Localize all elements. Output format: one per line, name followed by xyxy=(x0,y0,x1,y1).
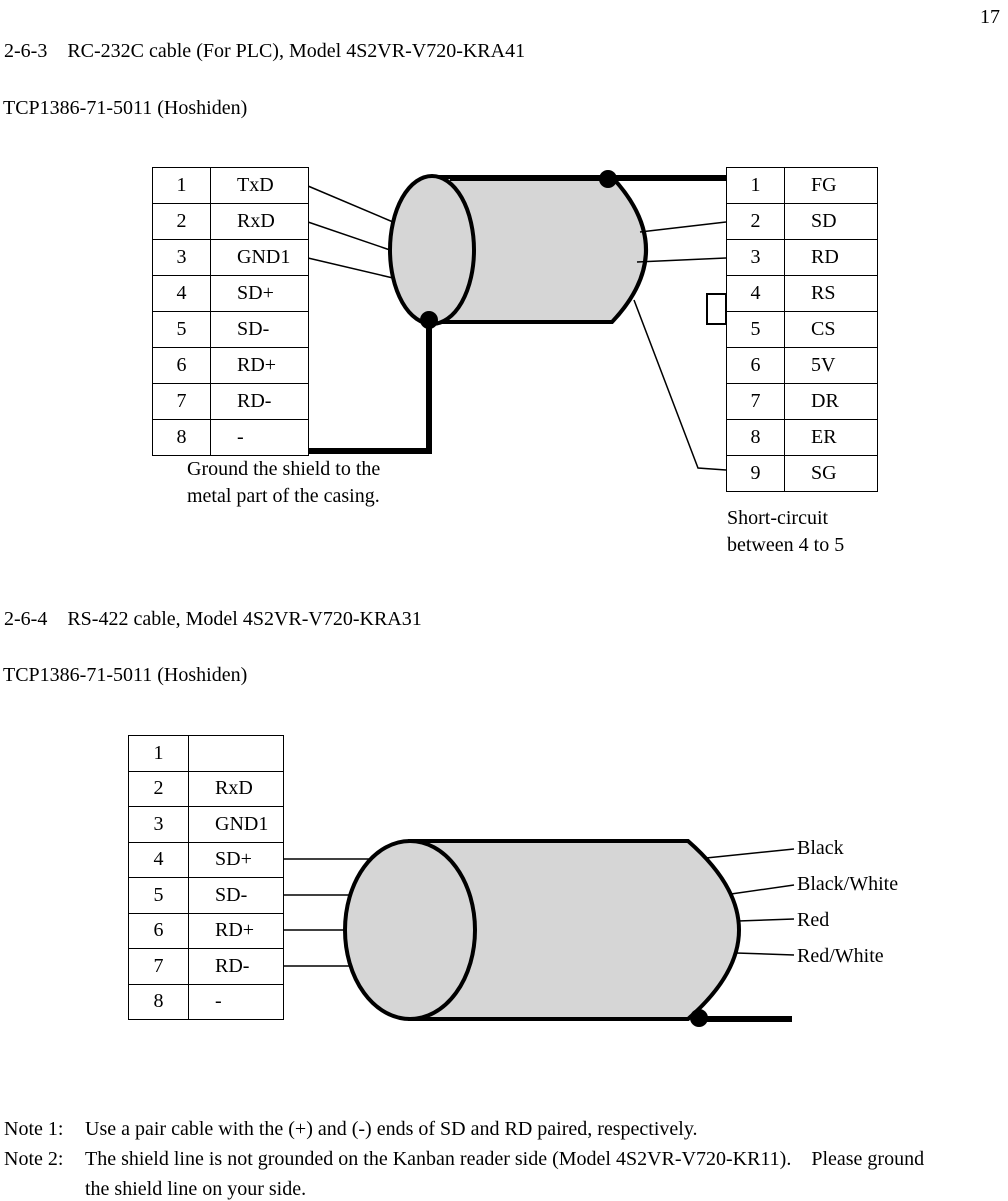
pin-number-cell: 5 xyxy=(129,878,189,914)
pin-number-cell: 2 xyxy=(129,771,189,807)
wire-label-red: Red xyxy=(797,909,830,931)
pin-table-rs232c-right: 1 FG 2 SD 3 RD 4 RS 5 CS 6 5V 7 DR 8 ER … xyxy=(726,167,878,492)
pin-label-cell: RD+ xyxy=(189,913,284,949)
lead-line-rd xyxy=(636,257,727,263)
solder-dot-shield xyxy=(420,311,438,329)
pin-number-cell: 5 xyxy=(153,312,211,348)
pin-label-cell: SD+ xyxy=(211,276,309,312)
pin-table-rs422: 1 2 RxD 3 GND1 4 SD+ 5 SD- 6 RD+ 7 RD- 8… xyxy=(128,735,284,1020)
pin-number-cell: 8 xyxy=(129,984,189,1020)
pin-number-cell: 6 xyxy=(727,348,785,384)
note-2-label: Note 2: xyxy=(4,1148,64,1170)
cable-body xyxy=(430,175,648,324)
short-circuit-note: Short-circuit between 4 to 5 xyxy=(727,507,845,556)
wire-label-black: Black xyxy=(797,837,844,859)
pin-label-cell: SG xyxy=(785,456,878,492)
lead-line-black-white xyxy=(730,884,795,895)
lead-line-black xyxy=(705,848,795,859)
section-2-6-3-heading: 2-6-3 RC-232C cable (For PLC), Model 4S2… xyxy=(4,40,526,62)
note-1: Note 1: Use a pair cable with the (+) an… xyxy=(4,1114,1004,1144)
pin-number-cell: 1 xyxy=(129,736,189,772)
pin-label-cell: TxD xyxy=(211,168,309,204)
ground-note: Ground the shield to the metal part of t… xyxy=(187,458,381,507)
note-2: Note 2: The shield line is not grounded … xyxy=(4,1144,1008,1201)
solder-dot-bottom xyxy=(690,1009,708,1027)
pin-number-cell: 1 xyxy=(727,168,785,204)
pin-number-cell: 2 xyxy=(153,204,211,240)
lead-line-red-white xyxy=(735,952,795,956)
note-2-text: The shield line is not grounded on the K… xyxy=(85,1148,925,1200)
lead-line-red xyxy=(737,918,795,922)
pin-label-cell: RD- xyxy=(211,384,309,420)
pin-number-cell: 3 xyxy=(129,807,189,843)
section-2-6-4-heading: 2-6-4 RS-422 cable, Model 4S2VR-V720-KRA… xyxy=(4,608,422,630)
section-2-6-3-subheading: TCP1386-71-5011 (Hoshiden) xyxy=(3,97,248,119)
pin-number-cell: 3 xyxy=(153,240,211,276)
short-circuit-bracket xyxy=(706,293,727,325)
note-1-label: Note 1: xyxy=(4,1118,64,1140)
pin-label-cell: SD- xyxy=(211,312,309,348)
pin-label-cell: 5V xyxy=(785,348,878,384)
pin-number-cell: 6 xyxy=(129,913,189,949)
cable-end-ellipse xyxy=(388,174,476,326)
pin-label-cell: FG xyxy=(785,168,878,204)
lead-line-rxd xyxy=(307,221,391,251)
pin-number-cell: 8 xyxy=(727,420,785,456)
pin-label-cell: RS xyxy=(785,276,878,312)
pin-label-cell: - xyxy=(189,984,284,1020)
pin-number-cell: 4 xyxy=(727,276,785,312)
wire-label-red-white: Red/White xyxy=(797,945,884,967)
ground-line xyxy=(309,318,432,454)
pin-label-cell xyxy=(189,736,284,772)
pin-number-cell: 4 xyxy=(153,276,211,312)
pin-label-cell: RxD xyxy=(189,771,284,807)
pin-number-cell: 8 xyxy=(153,420,211,456)
pin-label-cell: SD- xyxy=(189,878,284,914)
pin-label-cell: SD xyxy=(785,204,878,240)
section-2-6-4-subheading: TCP1386-71-5011 (Hoshiden) xyxy=(3,664,248,686)
cable2-end-ellipse xyxy=(343,839,477,1021)
solder-dot-top xyxy=(599,170,617,188)
pin-number-cell: 2 xyxy=(727,204,785,240)
pin-number-cell: 7 xyxy=(727,384,785,420)
pin-number-cell: 9 xyxy=(727,456,785,492)
pin-number-cell: 4 xyxy=(129,842,189,878)
lead-line-txd xyxy=(307,185,394,223)
lead-line-sg xyxy=(633,299,727,471)
pin-number-cell: 3 xyxy=(727,240,785,276)
cable2-body xyxy=(408,839,741,1021)
pin-number-cell: 7 xyxy=(129,949,189,985)
pin-label-cell: ER xyxy=(785,420,878,456)
wire-label-black-white: Black/White xyxy=(797,873,899,895)
lead-line-sd xyxy=(639,221,727,233)
pin-label-cell: RD xyxy=(785,240,878,276)
pin-label-cell: RD+ xyxy=(211,348,309,384)
pin-number-cell: 1 xyxy=(153,168,211,204)
pin-label-cell: RD- xyxy=(189,949,284,985)
pin-number-cell: 6 xyxy=(153,348,211,384)
pin-label-cell: GND1 xyxy=(211,240,309,276)
pin-label-cell: GND1 xyxy=(189,807,284,843)
pin-label-cell: CS xyxy=(785,312,878,348)
page-number: 17 xyxy=(980,6,1000,28)
note-1-text: Use a pair cable with the (+) and (-) en… xyxy=(85,1118,698,1140)
pin-table-rs232c-left: 1 TxD 2 RxD 3 GND1 4 SD+ 5 SD- 6 RD+ 7 R… xyxy=(152,167,309,456)
pin-number-cell: 5 xyxy=(727,312,785,348)
lead-line-gnd xyxy=(307,257,394,279)
pin-label-cell: RxD xyxy=(211,204,309,240)
pin-label-cell: - xyxy=(211,420,309,456)
pin-number-cell: 7 xyxy=(153,384,211,420)
pin-label-cell: SD+ xyxy=(189,842,284,878)
pin-label-cell: DR xyxy=(785,384,878,420)
